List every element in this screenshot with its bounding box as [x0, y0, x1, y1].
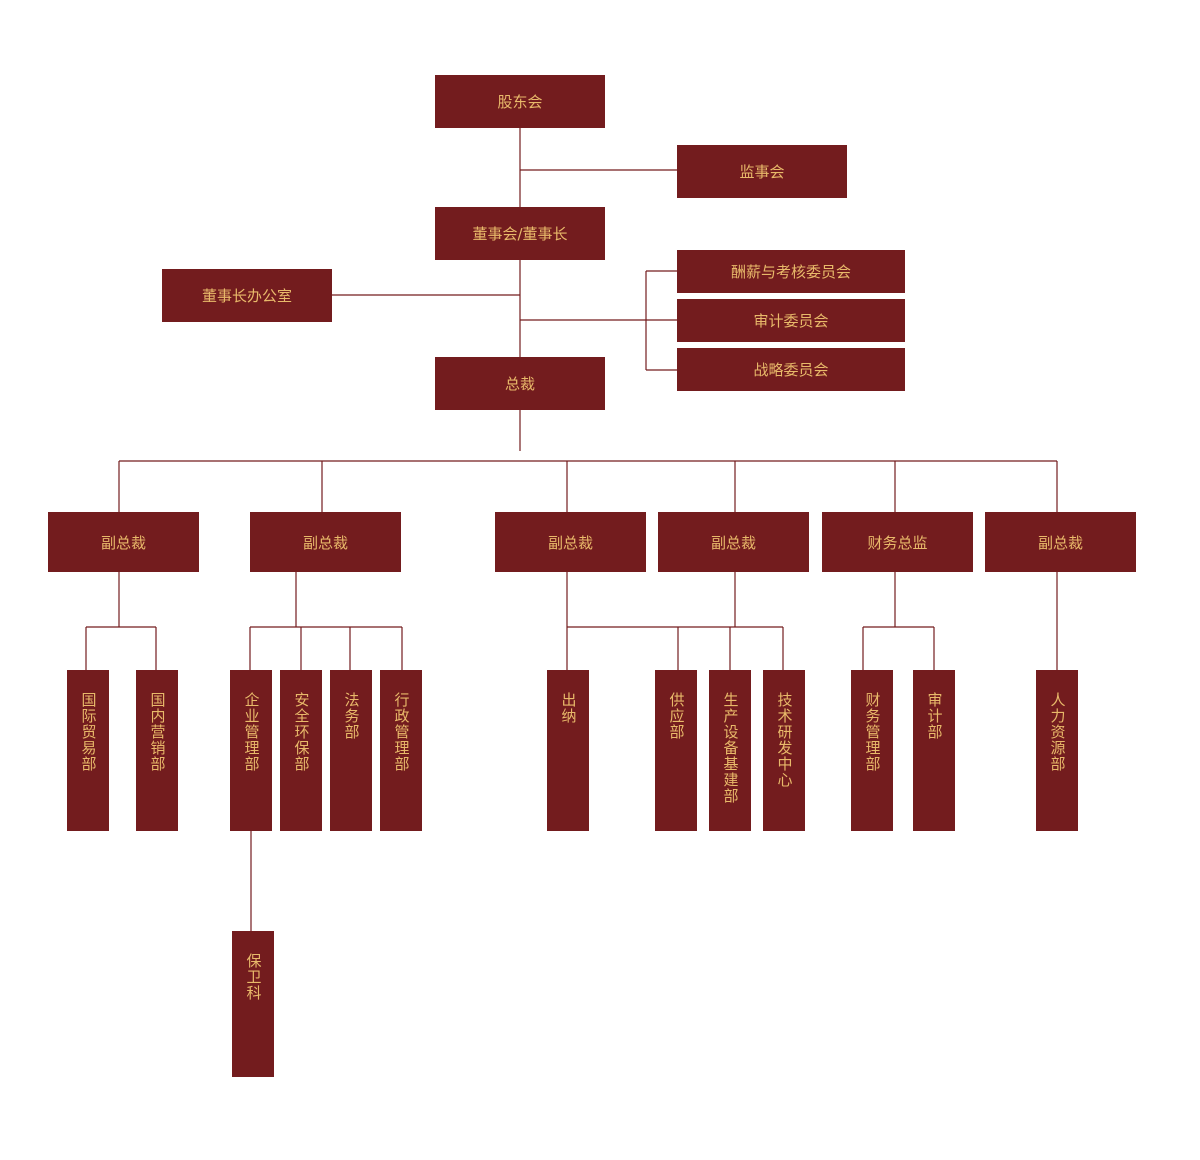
department-box: 安全环保部	[280, 670, 322, 831]
department-label: 企业管理部	[242, 692, 261, 772]
executive-label: 副总裁	[1037, 533, 1083, 552]
department-box: 生产设备基建部	[709, 670, 751, 831]
department-box: 行政管理部	[380, 670, 422, 831]
department-box: 技术研发中心	[763, 670, 805, 831]
sub-department-label: 保卫科	[244, 953, 263, 1001]
president-label: 总裁	[504, 375, 535, 393]
executive-label: 副总裁	[710, 533, 756, 552]
executive-box: 副总裁	[985, 512, 1136, 572]
department-box: 审计部	[913, 670, 955, 831]
department-box: 供应部	[655, 670, 697, 831]
executive-label: 副总裁	[100, 533, 146, 552]
department-label: 国际贸易部	[79, 692, 98, 772]
department-label: 财务管理部	[863, 692, 882, 772]
sub-department-box: 保卫科	[232, 931, 274, 1077]
executive-box: 副总裁	[658, 512, 809, 572]
strategy-committee-label: 战略委员会	[753, 361, 829, 379]
department-label: 技术研发中心	[775, 692, 794, 788]
compensation-committee-box: 酬薪与考核委员会	[677, 250, 905, 293]
supervisors-label: 监事会	[739, 163, 785, 181]
shareholders-label: 股东会	[497, 93, 543, 111]
department-label: 行政管理部	[392, 692, 411, 772]
executive-label: 副总裁	[302, 533, 348, 552]
department-box: 人力资源部	[1036, 670, 1078, 831]
department-label: 国内营销部	[148, 692, 167, 772]
strategy-committee-box: 战略委员会	[677, 348, 905, 391]
board-box: 董事会/董事长	[435, 207, 605, 260]
compensation-committee-label: 酬薪与考核委员会	[730, 263, 851, 281]
department-box: 企业管理部	[230, 670, 272, 831]
department-box: 出纳	[547, 670, 589, 831]
board-label: 董事会/董事长	[472, 225, 568, 243]
chairman-office-label: 董事长办公室	[201, 287, 292, 305]
department-box: 法务部	[330, 670, 372, 831]
audit-committee-box: 审计委员会	[677, 299, 905, 342]
shareholders-box: 股东会	[435, 75, 605, 128]
department-label: 出纳	[559, 692, 578, 724]
executive-label: 副总裁	[547, 533, 593, 552]
audit-committee-label: 审计委员会	[753, 312, 829, 330]
executive-box: 副总裁	[48, 512, 199, 572]
department-label: 安全环保部	[292, 692, 311, 772]
executive-label: 财务总监	[867, 533, 928, 552]
department-label: 审计部	[925, 692, 944, 740]
department-box: 国际贸易部	[67, 670, 109, 831]
department-label: 法务部	[342, 692, 361, 740]
department-box: 财务管理部	[851, 670, 893, 831]
executive-box: 财务总监	[822, 512, 973, 572]
president-box: 总裁	[435, 357, 605, 410]
executive-box: 副总裁	[250, 512, 401, 572]
executive-box: 副总裁	[495, 512, 646, 572]
department-label: 供应部	[667, 692, 686, 740]
department-label: 人力资源部	[1048, 692, 1067, 772]
chairman-office-box: 董事长办公室	[162, 269, 332, 322]
supervisors-box: 监事会	[677, 145, 847, 198]
department-box: 国内营销部	[136, 670, 178, 831]
department-label: 生产设备基建部	[721, 692, 740, 804]
